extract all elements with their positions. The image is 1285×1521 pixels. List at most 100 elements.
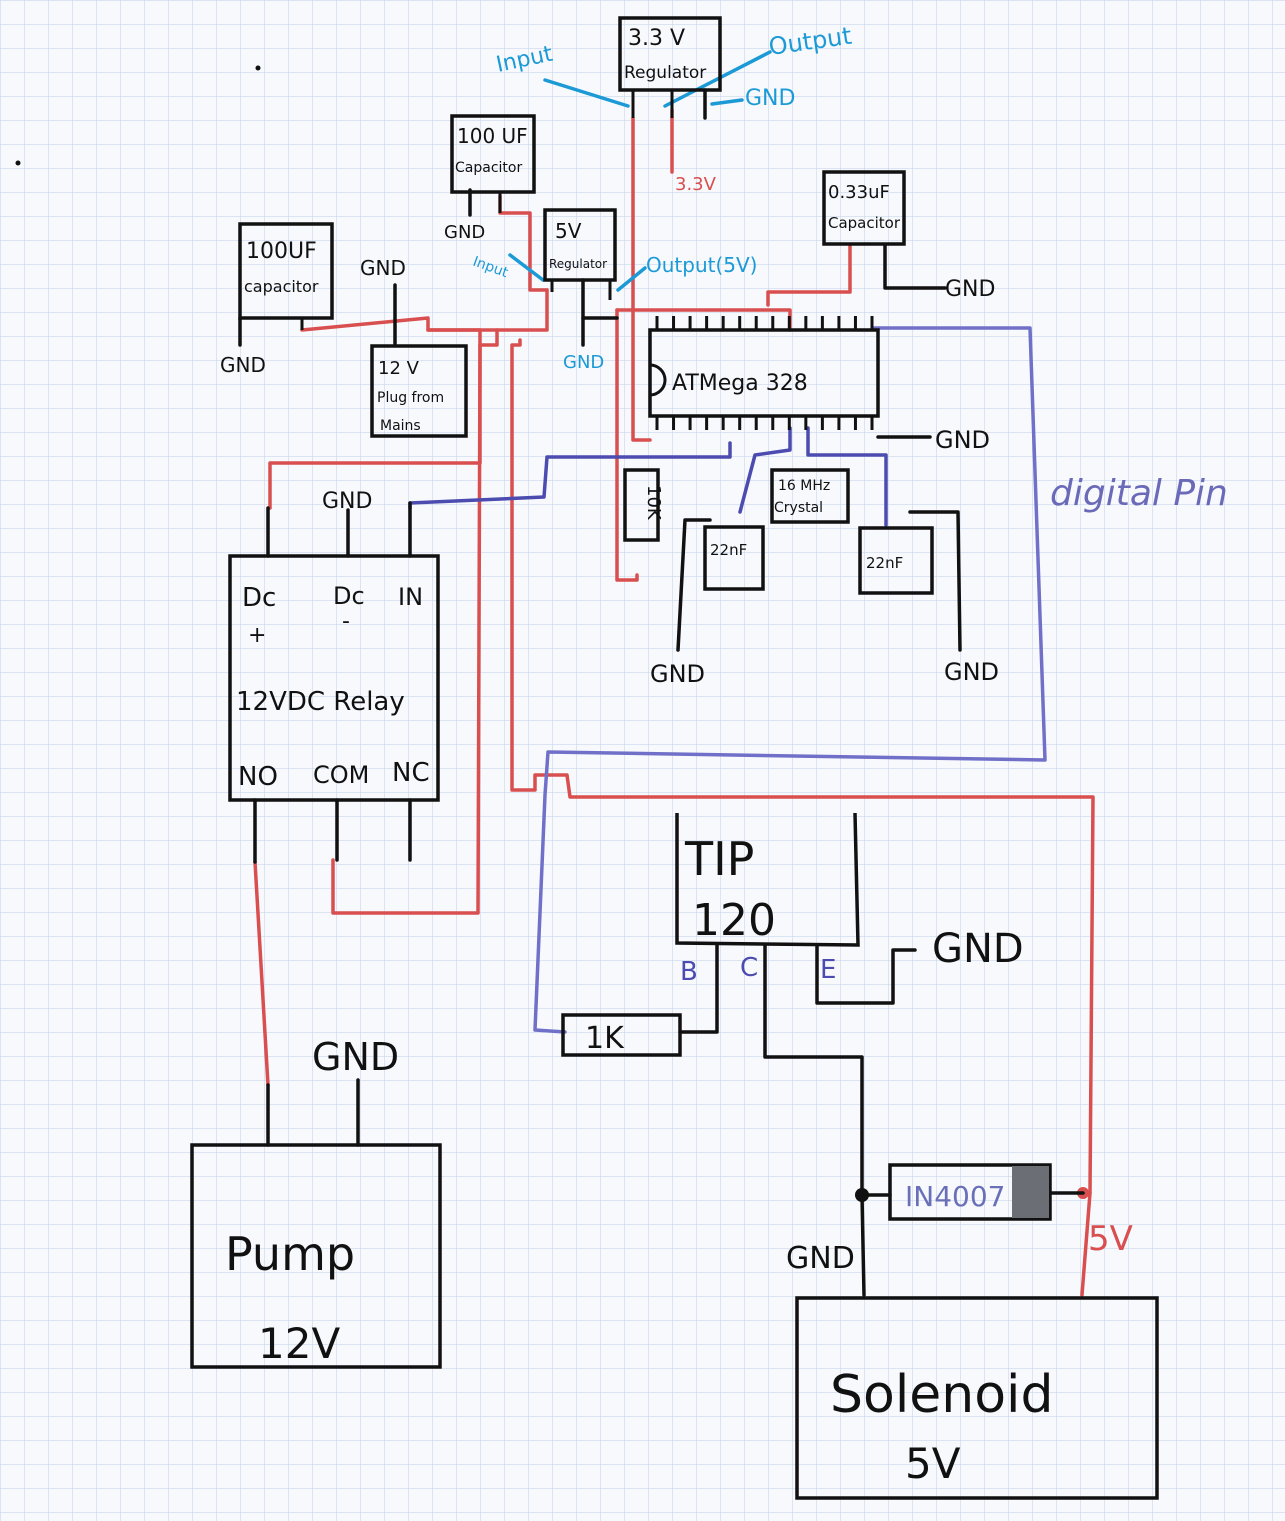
cap22-right-value: 22nF (866, 554, 903, 572)
capacitor-100uf-top: 100 UF Capacitor (450, 114, 536, 213)
reg5-output-label: Output(5V) (646, 253, 757, 277)
annotation-pointers (508, 50, 772, 292)
lead-cap22-right-gnd (908, 510, 962, 652)
cap22-left-value: 22nF (710, 541, 747, 559)
reg33-subtitle: Regulator (624, 63, 706, 83)
relay-name: 12VDC Relay (236, 687, 405, 717)
solenoid-name: Solenoid (830, 1365, 1054, 1425)
relay-dc-minus: Dc (333, 582, 365, 610)
plug-gnd-label: GND (360, 256, 406, 280)
reg5-title: 5V (555, 219, 582, 243)
chip-pins (655, 316, 874, 430)
cap22-left-gnd-label: GND (650, 660, 705, 688)
digital-pin-label: digital Pin (1050, 473, 1228, 514)
pointer-5v-output (616, 266, 647, 292)
pointer-3v3-output (663, 50, 772, 108)
pointer-3v3-gnd (710, 98, 744, 106)
lead-cap22-left-gnd (676, 518, 712, 652)
relay-minus-sign: - (342, 609, 350, 634)
wire-crystal-right (806, 426, 888, 527)
crystal-type: Crystal (774, 500, 823, 516)
tip-gnd-label: GND (932, 926, 1024, 972)
resistor-10k: 10K (623, 468, 664, 542)
relay-plus-sign: + (248, 623, 266, 648)
wire-plug-to-com (331, 328, 499, 915)
cap-left-type: capacitor (244, 277, 319, 296)
transistor-tip120: TIP 120 (675, 812, 860, 947)
plug-voltage: 12 V (378, 358, 420, 379)
reg33-gnd-label: GND (745, 86, 795, 111)
reg5-subtitle: Regulator (549, 257, 607, 271)
junction-dot (855, 1188, 869, 1202)
reg33-out-voltage: 3.3V (675, 174, 717, 195)
solenoid-5v: Solenoid 5V (795, 1296, 1159, 1500)
wire-digital-pin (533, 326, 1047, 1034)
mcu-gnd-label: GND (935, 426, 990, 454)
wire-3v3-input (631, 116, 652, 442)
wire-pump-plus (253, 860, 270, 1087)
relay-dc-plus: Dc (242, 583, 276, 613)
lead-solenoid-gnd (860, 1193, 866, 1297)
lead-tip-emitter (815, 943, 917, 1005)
tip-b-label: B (680, 957, 698, 987)
wire-5v-rail-down (510, 338, 1095, 1195)
tip-model-line1: TIP (684, 832, 754, 886)
relay-com: COM (313, 761, 369, 789)
wire-5v-output (615, 308, 639, 582)
plug-line2: Plug from (377, 390, 444, 406)
tip-model-line2: 120 (692, 895, 776, 946)
cap-left-value: 100UF (246, 239, 317, 264)
cap-top-value: 100 UF (457, 124, 528, 148)
regulator-3v3: 3.3 V Regulator (618, 16, 722, 118)
resistor-10k-label: 10K (643, 485, 664, 521)
diode-in4007: IN4007 (888, 1163, 1052, 1221)
pointer-3v3-input (543, 78, 630, 108)
capacitor-100uf-left: 100UF capacitor (238, 222, 334, 330)
solenoid-voltage: 5V (905, 1439, 961, 1488)
solenoid-gnd-label: GND (786, 1241, 855, 1276)
lead-tip-base (678, 943, 719, 1034)
cap-top-type: Capacitor (455, 160, 522, 176)
capacitor-033uf: 0.33uF Capacitor (822, 170, 906, 246)
pump-name: Pump (225, 1227, 355, 1281)
plug-line3: Mains (380, 418, 421, 434)
crystal-freq: 16 MHz (778, 478, 830, 494)
cap22-right-gnd-label: GND (944, 658, 999, 686)
cap-top-gnd-label: GND (444, 222, 485, 243)
wire-cap033 (766, 243, 852, 307)
relay-12vdc: Dc + Dc - IN 12VDC Relay NO COM NC (228, 554, 440, 802)
lead-cap033-gnd (883, 243, 947, 290)
reg5-gnd-label: GND (563, 352, 604, 373)
capacitor-22nf-right: 22nF (858, 526, 934, 595)
resistor-1k-label: 1K (585, 1021, 625, 1056)
cap033-type: Capacitor (828, 214, 901, 232)
regulator-5v: 5V Regulator (543, 208, 617, 300)
chip-notch (649, 363, 667, 397)
tip-e-label: E (820, 955, 836, 985)
stray-dot (255, 65, 261, 71)
mcu-label: ATMega 328 (672, 371, 808, 396)
pump-voltage: 12V (258, 1319, 340, 1368)
tip-c-label: C (740, 953, 758, 983)
diode-label: IN4007 (905, 1180, 1005, 1213)
crystal-16mhz: 16 MHz Crystal (770, 468, 850, 524)
wire-5v-to-solenoid (1080, 1191, 1092, 1297)
relay-no: NO (238, 762, 278, 792)
diode-cathode-band (1012, 1166, 1049, 1218)
wire-crystal-left (738, 426, 792, 514)
reg33-title: 3.3 V (628, 26, 685, 51)
stray-dot (15, 160, 21, 166)
cap033-value: 0.33uF (828, 182, 890, 203)
resistor-1k: 1K (561, 1013, 682, 1057)
plug-12v-mains: 12 V Plug from Mains (370, 344, 468, 438)
solenoid-5v-label: 5V (1088, 1219, 1133, 1259)
capacitor-22nf-left: 22nF (703, 525, 765, 591)
pump-12v: Pump 12V (190, 1143, 442, 1369)
pump-gnd-label: GND (312, 1035, 399, 1079)
cap033-gnd-label: GND (945, 277, 995, 302)
pointer-5v-input (508, 253, 545, 282)
relay-gnd-label: GND (322, 489, 372, 514)
